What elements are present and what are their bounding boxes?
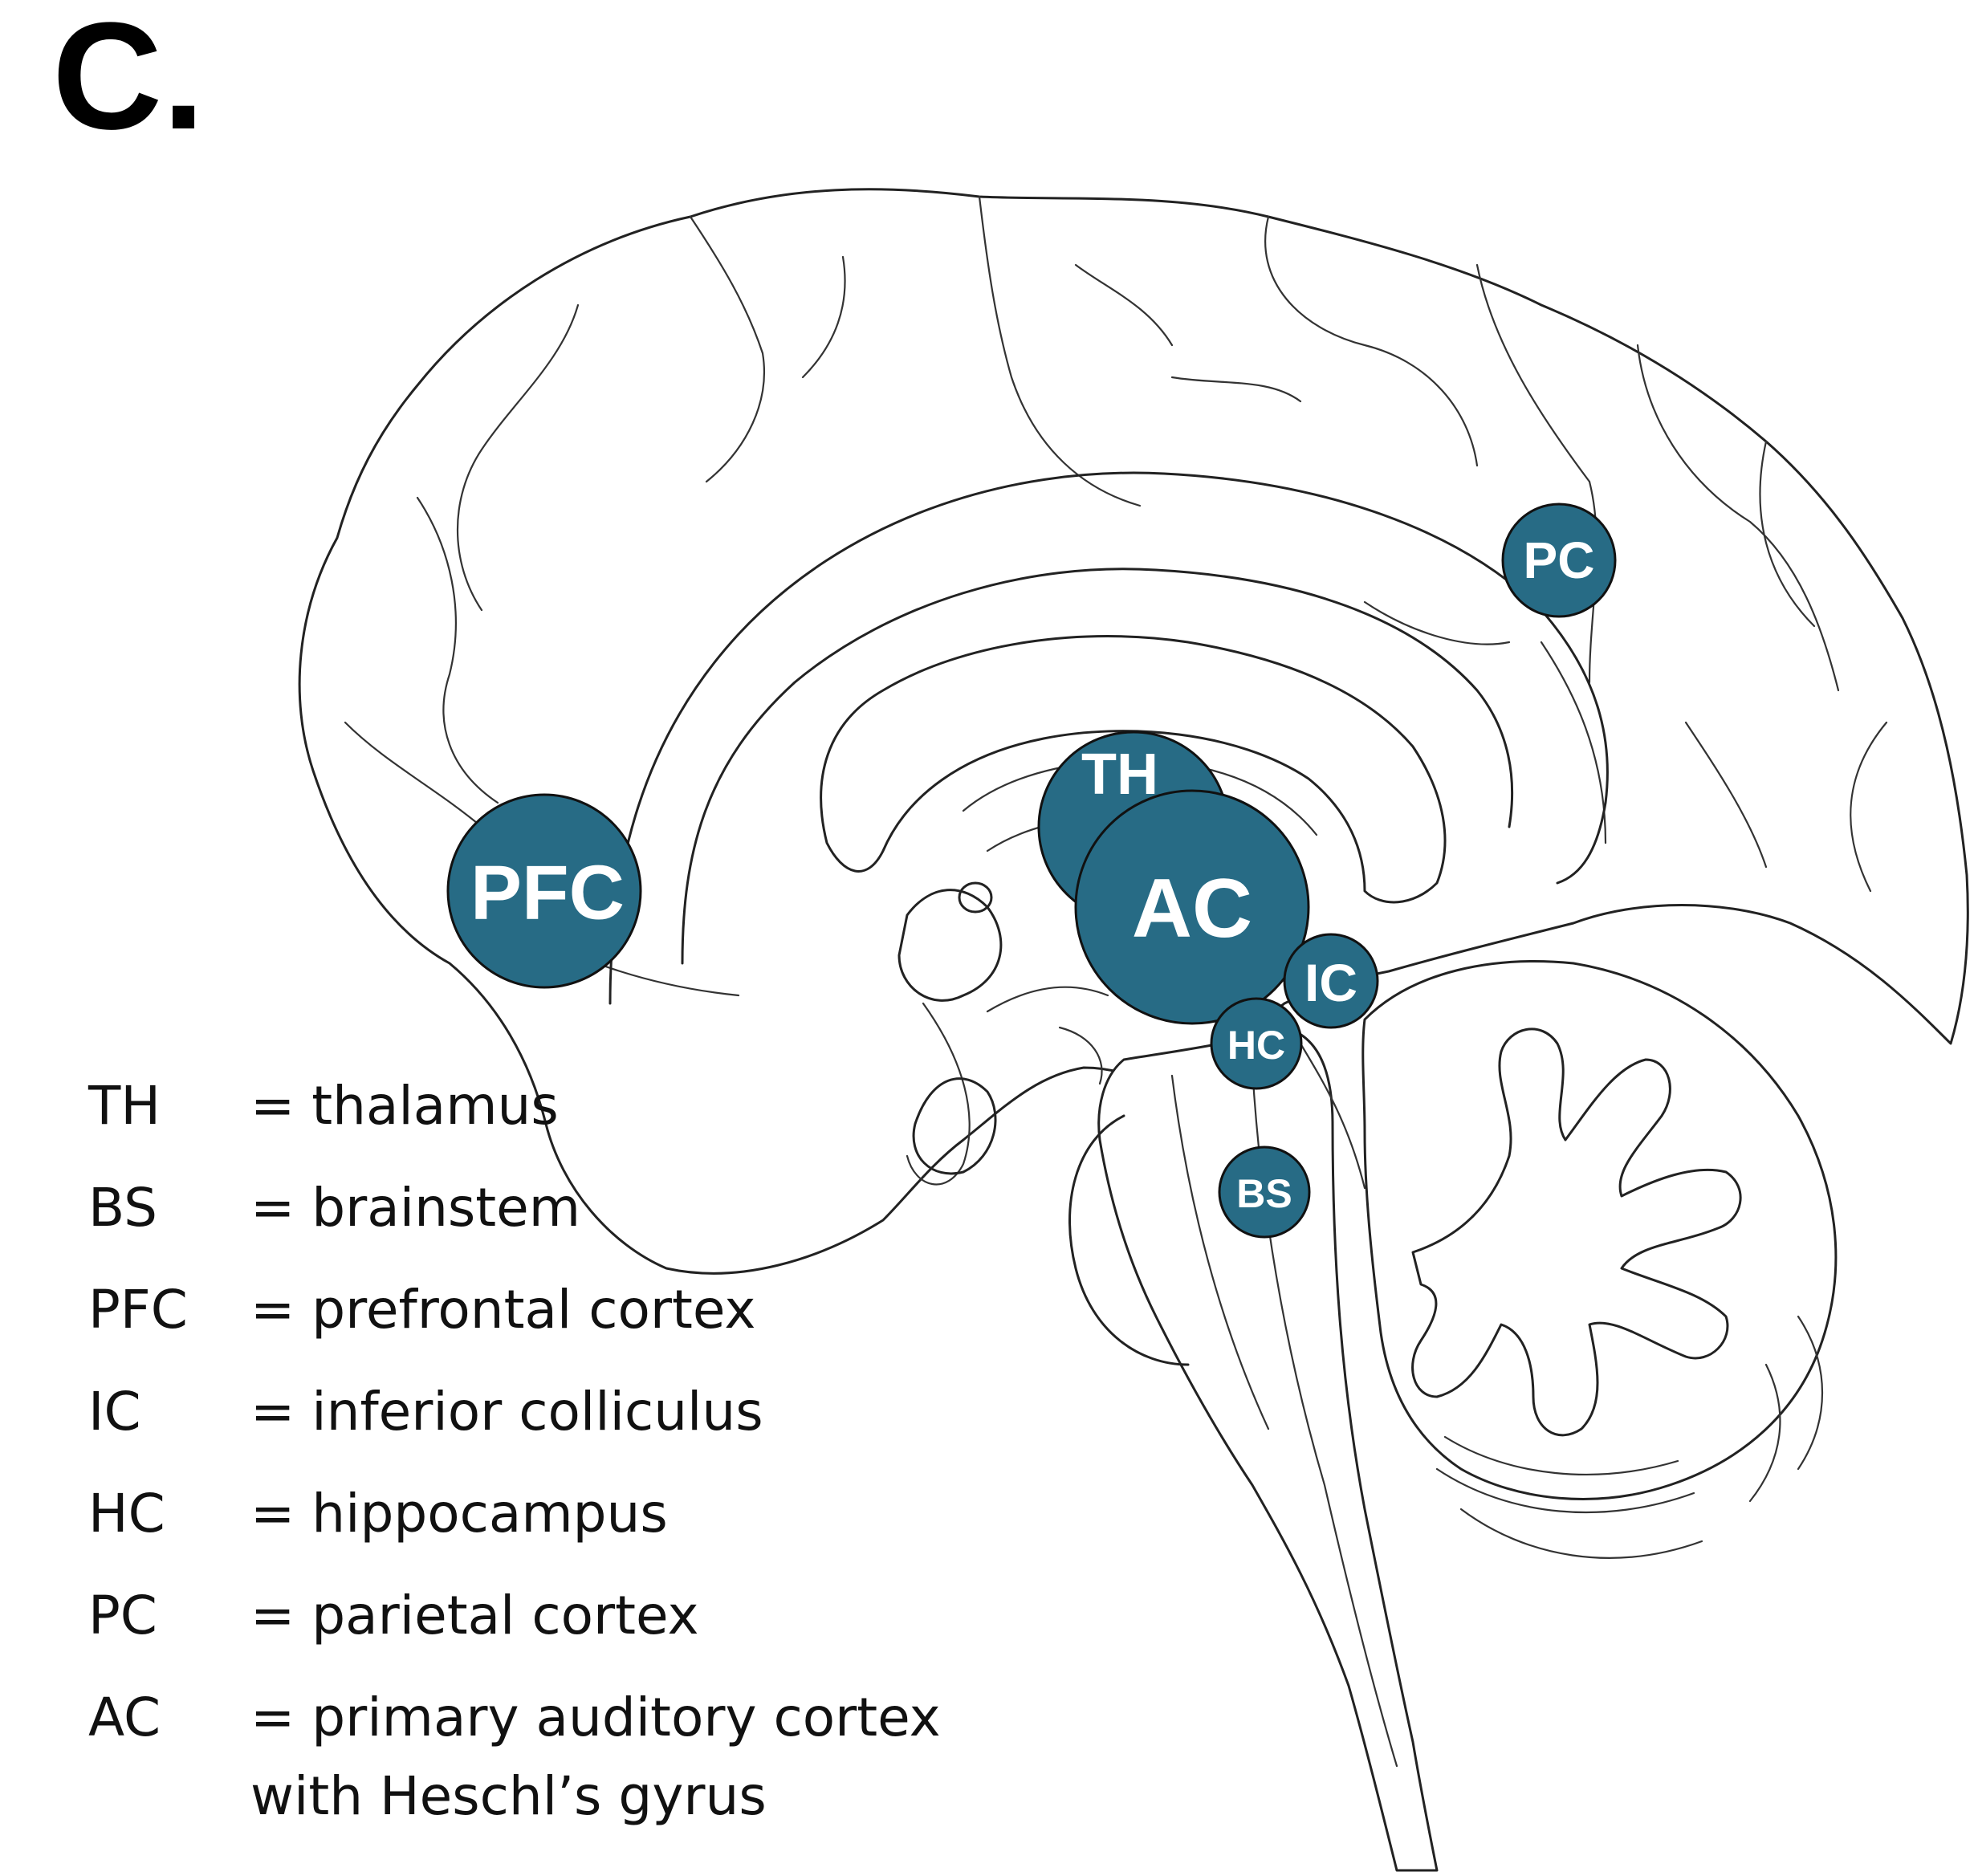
legend-definition: = hippocampus <box>250 1483 668 1544</box>
legend-item: HC = hippocampus <box>88 1483 668 1544</box>
region-ic: IC <box>1284 934 1378 1028</box>
legend-definition: = thalamus <box>250 1075 559 1137</box>
region-pfc: PFC <box>448 795 641 987</box>
legend-abbr: PFC <box>88 1279 188 1341</box>
legend-definition: = brainstem <box>250 1177 580 1239</box>
cerebellum-outline <box>1363 962 1836 1500</box>
region-bs-label: BS <box>1236 1171 1292 1216</box>
region-ic-label: IC <box>1304 953 1357 1012</box>
legend-definition: = inferior colliculus <box>250 1381 763 1443</box>
panel-label: C. <box>52 0 205 161</box>
region-pfc-label: PFC <box>470 850 625 936</box>
legend-definition: = parietal cortex <box>250 1585 699 1646</box>
region-pc-label: PC <box>1524 531 1595 589</box>
region-pc: PC <box>1503 504 1615 617</box>
region-th-label: TH <box>1081 743 1158 807</box>
legend-abbr: PC <box>88 1585 157 1646</box>
legend-definition: = prefrontal cortex <box>250 1279 755 1341</box>
legend-item: BS = brainstem <box>88 1177 580 1239</box>
legend-item: TH = thalamus <box>88 1075 559 1137</box>
region-hc: HC <box>1211 999 1301 1089</box>
legend-abbr: TH <box>88 1075 161 1137</box>
legend-item: PC = parietal cortex <box>88 1585 699 1646</box>
cerebellum-folia <box>1461 1509 1702 1558</box>
region-bs: BS <box>1219 1147 1309 1237</box>
legend-item: PFC = prefrontal cortex <box>88 1279 755 1341</box>
legend-abbr: AC <box>88 1687 161 1748</box>
legend-abbr: HC <box>88 1483 165 1544</box>
legend-abbr: BS <box>88 1177 157 1239</box>
legend-abbr: IC <box>88 1381 141 1443</box>
region-hc-label: HC <box>1227 1023 1285 1068</box>
legend-item: AC = primary auditory cortex with Heschl… <box>88 1687 941 1827</box>
legend-definition-continuation: with Heschl’s gyrus <box>250 1765 767 1827</box>
region-ac-label: AC <box>1132 862 1252 955</box>
region-ac: AC <box>1076 791 1309 1023</box>
legend-item: IC = inferior colliculus <box>88 1381 763 1443</box>
legend-definition: = primary auditory cortex <box>250 1687 941 1748</box>
